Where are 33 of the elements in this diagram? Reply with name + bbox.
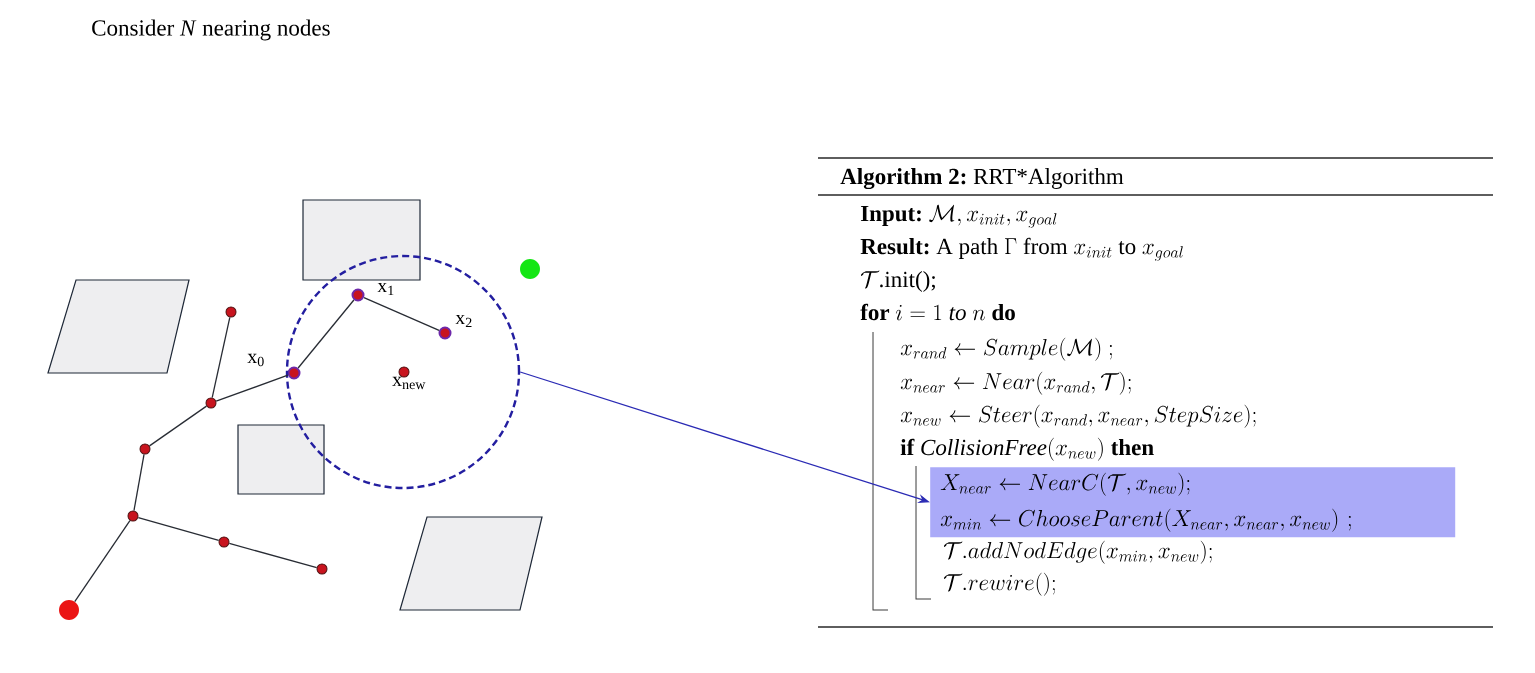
tree-node <box>205 397 217 409</box>
node-label: x$_{1}$ <box>377 282 394 296</box>
algorithm-line: $x_{near}\leftarrow Near(x_{rand},\mathcal{T});$ <box>900 371 1131 395</box>
start-point <box>59 600 79 620</box>
tree-node <box>127 510 139 522</box>
algorithm-line: $x_{rand}\leftarrow Sample(\mathcal{M})\ ;$ <box>900 337 1112 361</box>
algorithm-line: $\textbf{for}\ i=1\ \textit{to}\ n\ \textbf{do}$ <box>860 303 1015 321</box>
tree-edge <box>148 405 208 447</box>
tree-node <box>218 536 230 548</box>
tree-node <box>139 443 151 455</box>
tree-edge <box>363 296 440 332</box>
tree-edge <box>228 542 318 569</box>
tree-edge <box>215 374 289 402</box>
algorithm-line: $\mathcal{T}\text{.init();}$ <box>861 270 935 292</box>
node-label: x$_{new}$ <box>392 376 426 390</box>
goal-point <box>520 259 540 279</box>
algorithm-line: $x_{new}\leftarrow Steer(x_{rand},x_{near},StepSize);$ <box>900 404 1256 428</box>
algorithm-title: $\textbf{Algorithm 2:}\ \text{RRT*Algorithm}$ <box>840 168 1124 190</box>
neighborhood-circle <box>285 254 521 490</box>
algorithm-line: $\mathcal{T}.rewire();$ <box>944 572 1055 596</box>
tree-edge <box>137 516 220 542</box>
algorithm-line: $\textbf{Input:}\ \mathcal{M},x_{init},x_{goal}$ <box>861 204 1057 228</box>
tree-edge <box>297 299 355 369</box>
algorithm-line: $\textbf{Result:}\ \text{A path }\Gamma\text{ from }x_{init}\text{ to }x_{goal}$ <box>860 237 1183 261</box>
tree-node <box>225 306 237 318</box>
node-label: x$_{2}$ <box>455 314 472 328</box>
tree-edge <box>74 519 131 603</box>
node-label: x$_{0}$ <box>247 353 264 367</box>
tree-edge <box>211 316 231 399</box>
highlighted-steps: $X_{near}\leftarrow NearC(\mathcal{T},x_{new});$ $x_{min}\leftarrow ChooseParent(X_{near},x_{near},x_{new})\ ;$ <box>930 467 1456 538</box>
title: Consider N nearing nodes <box>92 19 330 41</box>
tree-edge <box>133 453 145 512</box>
tree-node <box>316 563 328 575</box>
